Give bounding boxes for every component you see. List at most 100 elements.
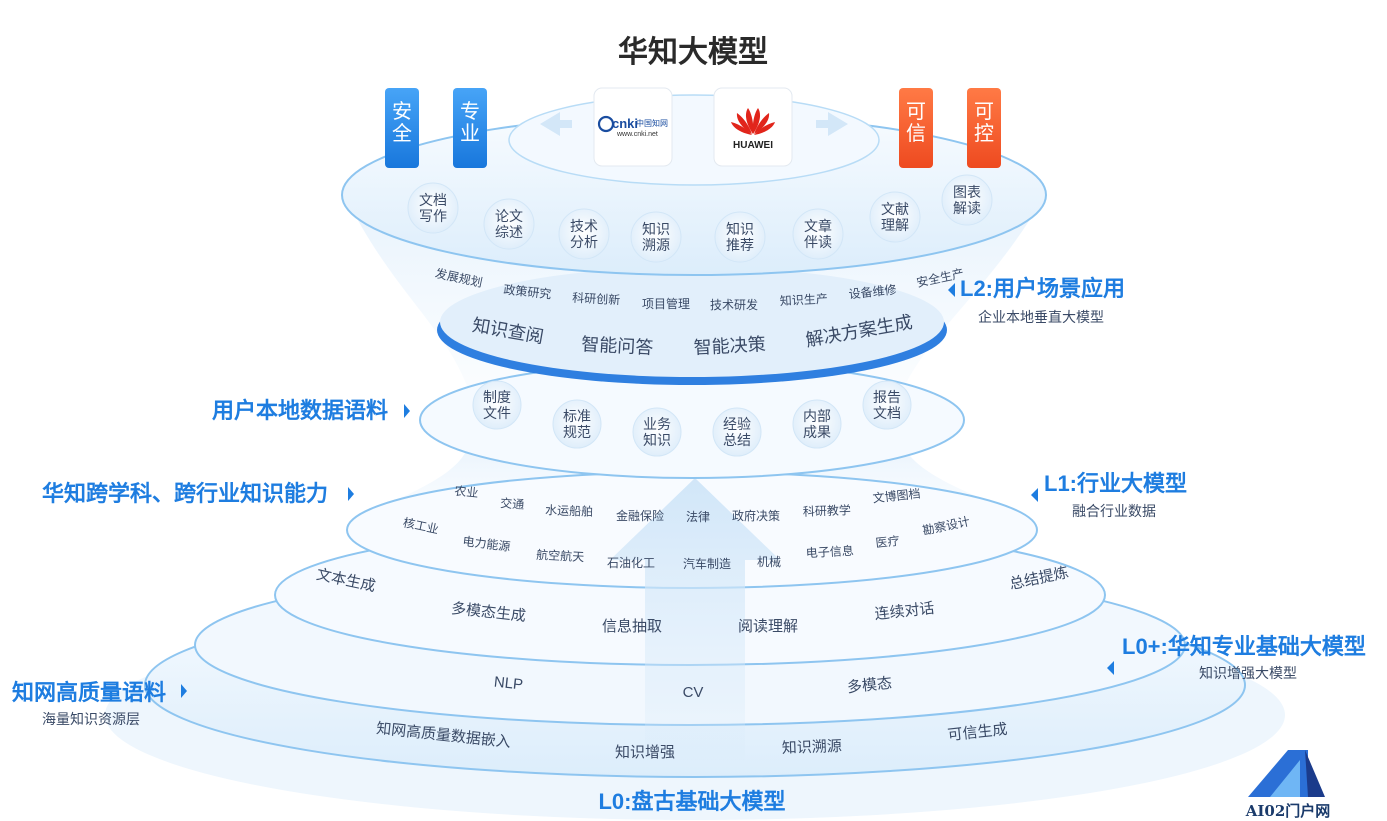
l2-task-bubble [869, 191, 921, 243]
local-data-list: 制度文件标准规范 业务知识 经验总结 内部成果 报告文档 [472, 380, 912, 457]
cnki-mark: cnki [612, 116, 638, 131]
l0-left-pointer-icon [181, 684, 187, 698]
l2-scenario-label: 政策研究 [503, 282, 552, 302]
l2-capability-ring [440, 267, 944, 377]
tag-credible-label: 可信 [906, 101, 926, 145]
local-data-label: 业务知识 [643, 416, 671, 448]
l2-task-bubble [714, 211, 766, 263]
tag-safe: 安全 [385, 88, 419, 168]
local-data-label: 内部成果 [803, 408, 831, 440]
l2-task-bubble [483, 198, 535, 250]
l0-left-sub: 海量知识资源层 [42, 711, 140, 727]
local-data-bubble [862, 380, 912, 430]
l1-title: L1:行业大模型 [1044, 471, 1187, 496]
local-data-label: 制度文件 [483, 389, 511, 421]
l0plus-ability-label: 信息抽取 [602, 618, 662, 635]
l2-task-label: 文章伴读 [804, 218, 832, 250]
l2-capability-label: 智能问答 [581, 334, 654, 358]
l0plus-title: L0+:华知专业基础大模型 [1122, 634, 1366, 659]
l1-industry-label: 文博图档 [872, 486, 921, 506]
l1-industry-label: 航空航天 [536, 547, 585, 564]
l2-task-bubble [792, 208, 844, 260]
l1-industry-label: 石油化工 [607, 556, 655, 570]
l2-task-label: 论文综述 [495, 208, 523, 240]
l1-industry-label: 农业 [454, 484, 479, 500]
l2-top-inner-ring [508, 94, 880, 186]
huawei-flower-icon [731, 108, 775, 135]
tag-professional: 专业 [453, 88, 487, 168]
huawei-wordmark: HUAWEI [733, 140, 773, 151]
l1-industry-label: 电力能源 [462, 534, 511, 554]
l1-pointer-icon [1031, 488, 1038, 502]
l0plus-ability-label: 连续对话 [874, 600, 935, 623]
l0plus-ability-label: 阅读理解 [738, 618, 798, 635]
local-data-label: 标准规范 [563, 408, 591, 440]
page-title: 华知大模型 [618, 36, 768, 69]
l2-task-bubble [630, 211, 682, 263]
local-data-pointer-icon [404, 404, 410, 418]
l0-base-list: NLP CV 多模态 [493, 674, 893, 701]
local-data-bubble [792, 399, 842, 449]
l2-task-bubble [558, 208, 610, 260]
central-up-arrow [610, 478, 780, 760]
tag-controllable-label: 可控 [974, 101, 994, 145]
l2-task-list: 文档写作论文综述 技术分析 知识溯源 知识推荐 文章伴读 文献理解 图表解读 [407, 174, 993, 263]
l2-scenario-label: 知识生产 [779, 292, 828, 308]
l2-task-label: 技术分析 [570, 218, 598, 250]
l1-industry-label: 金融保险 [616, 508, 664, 523]
l0-enhance-label: 知识增强 [615, 744, 675, 761]
l1-industry-label: 法律 [686, 510, 710, 524]
tag-safe-label: 安全 [392, 100, 412, 145]
l1-left-pointer-icon [348, 487, 354, 501]
l1-subtitle: 融合行业数据 [1072, 503, 1156, 519]
l0-title: L0:盘古基础大模型 [598, 789, 785, 814]
l0-base-label: NLP [493, 674, 524, 694]
l2-capability-label: 智能决策 [693, 334, 766, 358]
l2-task-bubble [407, 182, 459, 234]
chevron-right-icon [816, 112, 848, 136]
local-data-bubble [712, 407, 762, 457]
l1-industry-label: 交通 [500, 495, 525, 512]
tag-professional-label: 专业 [460, 100, 480, 145]
l0-left-label: 知网高质量语料 [12, 680, 166, 705]
watermark-text: AI02门户网 [1245, 802, 1331, 820]
l2-task-bubble [941, 174, 993, 226]
l0-enhance-label: 知识溯源 [782, 738, 843, 757]
l2-subtitle: 企业本地垂直大模型 [978, 309, 1104, 325]
l1-industry-row1: 农业交通水运船舶金融保险法律政府决策科研教学文博图档 [454, 484, 921, 524]
l0plus-subtitle: 知识增强大模型 [1199, 665, 1297, 681]
local-data-bubble [472, 380, 522, 430]
l2-scenario-label: 项目管理 [642, 296, 690, 311]
local-data-label: 经验总结 [723, 416, 751, 448]
l2-scenario-label: 设备维修 [848, 282, 897, 302]
l0-enhance-label: 可信生成 [947, 721, 1008, 744]
local-data-bubble [632, 407, 682, 457]
local-data-bubble [552, 399, 602, 449]
l1-industry-label: 科研教学 [803, 502, 852, 519]
l1-industry-label: 机械 [757, 554, 781, 569]
l2-task-label: 图表解读 [953, 184, 981, 216]
l2-task-label: 文档写作 [419, 192, 447, 224]
l0-base-label: 多模态 [846, 675, 893, 697]
chevron-left-icon [540, 112, 572, 136]
l1-industry-label: 汽车制造 [683, 556, 731, 571]
l0-base-label: CV [683, 684, 704, 701]
l0plus-pointer-icon [1107, 661, 1114, 675]
cnki-name: 中国知网 [636, 118, 668, 128]
l1-left-label: 华知跨学科、跨行业知识能力 [42, 481, 328, 506]
l2-task-label: 文献理解 [881, 201, 909, 233]
l2-task-label: 知识溯源 [642, 221, 670, 253]
huawei-logo: HUAWEI [713, 87, 793, 167]
cnki-url: www.cnki.net [616, 131, 658, 138]
l2-scenario-label: 科研创新 [572, 290, 621, 307]
l2-task-label: 知识推荐 [726, 221, 754, 253]
l1-industry-label: 医疗 [875, 534, 900, 550]
l2-title: L2:用户场景应用 [960, 276, 1125, 301]
local-data-title: 用户本地数据语料 [212, 398, 388, 423]
cnki-logo: cnki 中国知网 www.cnki.net [593, 87, 673, 167]
l2-scenario-label: 技术研发 [710, 297, 758, 312]
watermark-logo: AI02门户网 [1245, 750, 1331, 820]
local-data-label: 报告文档 [873, 389, 901, 421]
